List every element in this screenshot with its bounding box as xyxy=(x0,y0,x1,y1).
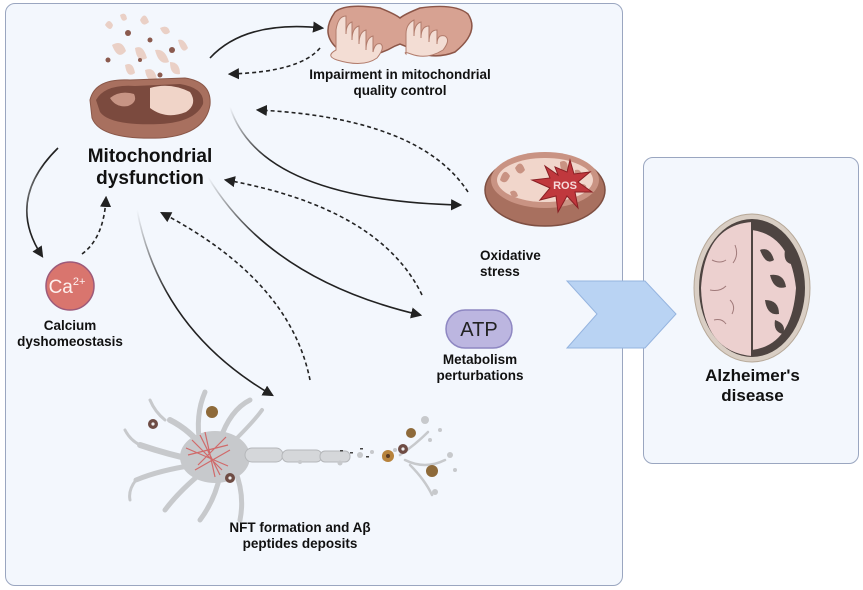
quality-control-label: Impairment in mitochondrial quality cont… xyxy=(300,67,500,98)
edge-oxidative-stress-to-central xyxy=(255,104,469,193)
edge-metabolism-to-central xyxy=(223,176,423,296)
outcome-label: Alzheimer's disease xyxy=(680,366,825,405)
chevron-arrow xyxy=(565,280,677,349)
edge-central-to-calcium xyxy=(25,147,59,258)
nft-line2: peptides deposits xyxy=(242,535,358,551)
edge-nft-to-central xyxy=(160,211,311,381)
metabolism-line1: Metabolism xyxy=(442,352,518,367)
metabolism-line2: perturbations xyxy=(436,367,524,383)
oxidative-stress-line2: stress xyxy=(480,263,520,279)
quality-control-line2: quality control xyxy=(353,82,447,98)
edge-central-to-nft xyxy=(136,209,274,397)
central-label-line2: dysfunction xyxy=(96,167,204,189)
outcome-line2: disease xyxy=(721,385,784,405)
central-label-line1: Mitochondrial xyxy=(87,146,213,167)
calcium-ion-icon xyxy=(45,261,95,311)
calcium-charge: 2+ xyxy=(73,276,86,288)
calcium-label: Calcium dyshomeostasis xyxy=(5,318,135,349)
atp-badge: ATP xyxy=(460,319,497,341)
calcium-line1: Calcium xyxy=(43,318,97,333)
oxidative-stress-line1: Oxidative xyxy=(480,248,541,263)
calcium-badge: Ca2+ xyxy=(49,276,86,298)
edge-calcium-to-central xyxy=(81,195,112,255)
edge-central-to-oxidative-stress xyxy=(229,106,463,211)
oxidative-stress-label: Oxidative stress xyxy=(480,248,580,279)
dividing-mitochondrion-icon xyxy=(327,5,473,64)
edge-central-to-quality-control xyxy=(209,21,325,59)
damaged-mitochondrion-icon xyxy=(89,13,211,139)
metabolism-label: Metabolism perturbations xyxy=(425,352,535,383)
mitochondrion-ros-icon xyxy=(484,152,606,227)
brain-atrophy-icon xyxy=(693,213,811,363)
nft-line1: NFT formation and Aβ xyxy=(229,520,371,535)
ros-badge: ROS xyxy=(553,180,577,192)
nft-label: NFT formation and Aβ peptides deposits xyxy=(200,520,400,551)
outcome-line1: Alzheimer's xyxy=(705,366,800,385)
edge-central-to-metabolism xyxy=(207,176,423,319)
calcium-line2: dyshomeostasis xyxy=(17,333,123,349)
edge-quality-control-to-central xyxy=(227,47,321,80)
atp-icon xyxy=(445,309,513,349)
central-node-label: Mitochondrial dysfunction xyxy=(70,146,230,190)
calcium-symbol: Ca xyxy=(49,277,74,298)
quality-control-line1: Impairment in mitochondrial xyxy=(309,67,491,82)
neuron-icon xyxy=(123,389,457,523)
